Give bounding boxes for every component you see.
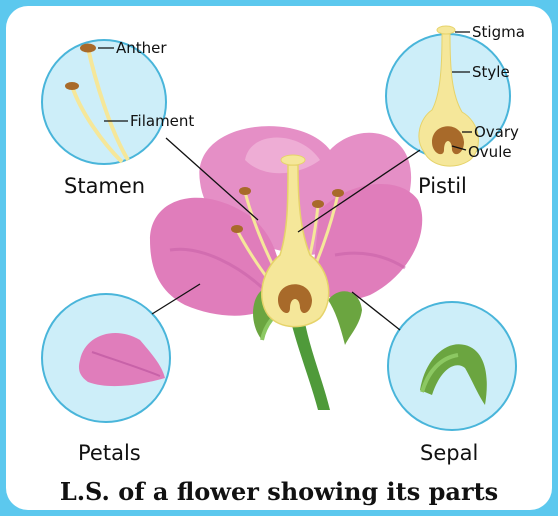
label-stamen: Stamen — [64, 174, 145, 198]
label-sepal: Sepal — [420, 441, 478, 465]
label-anther: Anther — [116, 39, 167, 57]
stem — [290, 318, 330, 410]
diagram-frame: Anther Filament Stamen Stigma Style Ovar… — [6, 6, 552, 510]
stamen-detail — [42, 40, 166, 164]
label-ovary: Ovary — [474, 123, 519, 141]
petals-detail — [42, 294, 170, 422]
label-petals: Petals — [78, 441, 141, 465]
label-pistil: Pistil — [418, 174, 467, 198]
sepal-right — [328, 291, 362, 345]
label-style: Style — [472, 63, 510, 81]
flower-diagram: Anther Filament Stamen Stigma Style Ovar… — [6, 6, 552, 510]
label-ovule: Ovule — [468, 143, 512, 161]
anther-icon — [80, 44, 96, 53]
sepal-detail — [388, 302, 516, 430]
label-stigma: Stigma — [472, 23, 525, 41]
flower-illustration — [150, 126, 422, 410]
diagram-caption: L.S. of a flower showing its parts — [60, 477, 498, 506]
label-filament: Filament — [130, 112, 194, 130]
